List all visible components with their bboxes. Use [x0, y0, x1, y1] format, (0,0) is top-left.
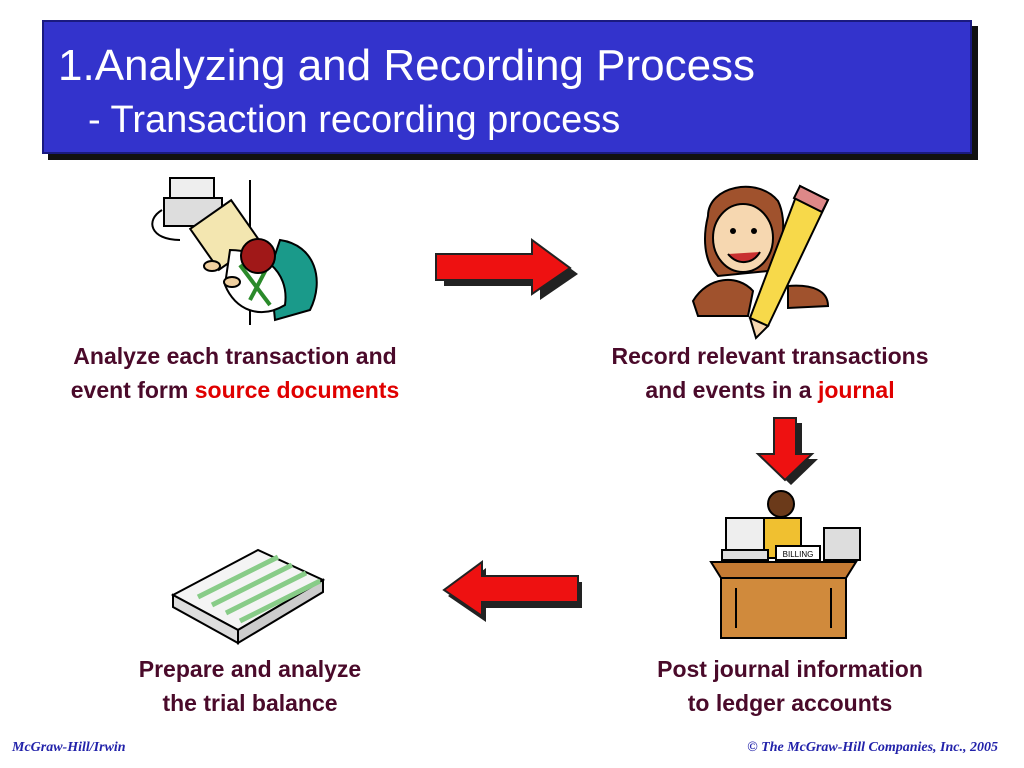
arrow-down-icon: [755, 417, 818, 485]
arrow-right-icon: [435, 238, 578, 300]
footer-publisher: McGraw-Hill/Irwin: [12, 740, 126, 755]
slide-title: 1.Analyzing and Recording Process: [58, 41, 756, 90]
title-banner: 1.Analyzing and Recording Process - Tran…: [42, 20, 972, 154]
svg-text:BILLING: BILLING: [783, 550, 814, 559]
desk-billing-illustration: BILLING: [709, 490, 861, 639]
step-1-caption: Analyze each transaction and event form …: [70, 343, 400, 403]
ledger-sheets-illustration: [170, 548, 326, 645]
step-3-caption: Post journal information to ledger accou…: [657, 656, 923, 716]
writer-with-pencil-illustration: [691, 184, 830, 340]
arrow-left-icon: [442, 560, 582, 622]
slide-subtitle: - Transaction recording process: [88, 99, 621, 141]
highlight-journal: journal: [817, 377, 895, 403]
step-2-caption: Record relevant transactions and events …: [611, 343, 929, 403]
step-4-caption: Prepare and analyze the trial balance: [138, 656, 362, 716]
computer-user-illustration: [151, 177, 318, 325]
footer-copyright: © The McGraw-Hill Companies, Inc., 2005: [747, 740, 998, 755]
highlight-source-documents: source documents: [194, 377, 400, 403]
